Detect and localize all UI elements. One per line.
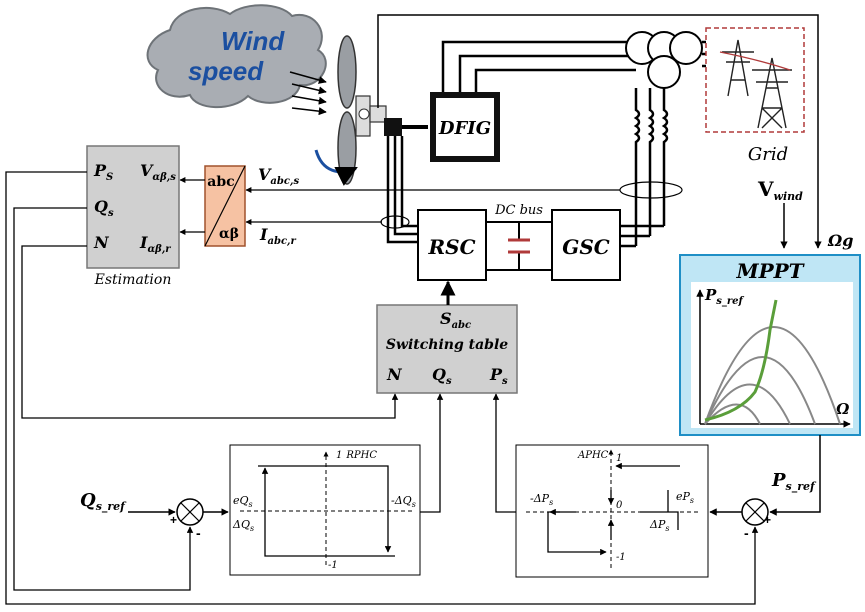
wind-arrows — [289, 71, 327, 116]
stator-lines — [441, 40, 636, 92]
mppt-block: MPPT Ps_ref Ω — [679, 254, 861, 436]
grid-label: Grid — [748, 144, 788, 165]
rphc-to-switching — [420, 393, 444, 513]
vabc-label: Vabc,s — [258, 165, 299, 187]
dc-bus-label: DC bus — [494, 203, 543, 218]
qsref-label: Qs_ref — [80, 490, 127, 514]
iabc-label: Iabc,r — [259, 225, 297, 247]
est-v: Vαβ,s — [140, 161, 176, 183]
transform-bottom: αβ — [219, 226, 239, 242]
wind-cloud: Wind speed — [146, 4, 327, 109]
psref-label: Ps_ref — [771, 470, 817, 494]
vwind-label: Vwind — [757, 177, 803, 203]
aphc-block: APHC 1 0 -1 -ΔPs ePs ΔPs — [515, 444, 709, 578]
est-qs: Qs — [94, 197, 114, 219]
n-feedback-line — [21, 245, 399, 419]
rphc-eq: eQs — [233, 494, 253, 509]
mppt-xlabel: Ω — [835, 400, 850, 418]
dfig-label: DFIG — [438, 118, 491, 139]
rotor-lines — [386, 136, 418, 244]
p-summer-plus: + — [764, 513, 771, 527]
p-summer-minus: - — [744, 525, 749, 541]
p-summer: + - — [741, 498, 771, 541]
cloud-line1: Wind — [221, 26, 285, 56]
aphc-title: APHC — [577, 450, 609, 461]
cloud-line2: speed — [188, 56, 264, 86]
gsc-label: GSC — [562, 235, 610, 259]
q-summer-plus: + — [170, 513, 177, 527]
switching-n: N — [386, 365, 403, 384]
estimation-block: PS Qs N Vαβ,s Iαβ,r — [86, 145, 180, 269]
rsc-block: RSC — [417, 209, 487, 281]
omega-feedback-line — [377, 14, 822, 249]
switching-table-block: Sabc Switching table N Qs Ps — [376, 304, 518, 394]
aphc-to-switching — [492, 393, 516, 513]
aphc-dp: ΔPs — [649, 518, 669, 533]
ps-feedback-line — [5, 171, 759, 605]
transformer-icon — [625, 31, 703, 89]
mppt-ylabel: Ps_ref — [704, 286, 745, 307]
est-n: N — [93, 233, 110, 252]
q-summer-minus: - — [196, 525, 201, 541]
omega-g-label: Ωg — [827, 231, 853, 250]
aphc-ep: ePs — [676, 490, 694, 505]
mppt-title: MPPT — [735, 259, 805, 283]
rsc-label: RSC — [428, 235, 476, 259]
switching-ps: Ps — [489, 365, 508, 387]
dc-bus — [486, 221, 552, 271]
mppt-optimal-curve — [704, 299, 778, 422]
aphc-top: 1 — [616, 453, 622, 464]
aphc-mdp: -ΔPs — [530, 492, 553, 507]
transform-top: abc — [207, 174, 234, 190]
turbine-icon — [314, 35, 428, 186]
estimation-title: Estimation — [94, 272, 172, 288]
qs-feedback-line — [13, 207, 194, 591]
rphc-dq: ΔQs — [232, 518, 254, 533]
dfig-block: DFIG — [430, 92, 500, 162]
q-summer: + - — [170, 498, 204, 541]
rphc-mdq: -ΔQs — [391, 494, 416, 509]
abc-alphabeta-block: abc αβ — [204, 165, 246, 247]
grid-block: Grid — [705, 27, 805, 165]
switching-qs: Qs — [432, 365, 452, 387]
mppt-to-p-summer — [769, 435, 821, 516]
gsc-block: GSC — [551, 209, 621, 281]
est-ps: PS — [93, 161, 113, 183]
aphc-zero: 0 — [616, 500, 623, 511]
aphc-bottom: -1 — [616, 552, 626, 563]
pylon-icon — [719, 39, 792, 129]
rphc-bottom: -1 — [328, 560, 338, 571]
est-i: Iαβ,r — [139, 233, 171, 255]
sabc-label: Sabc — [440, 309, 471, 331]
switching-title: Switching table — [386, 337, 508, 353]
